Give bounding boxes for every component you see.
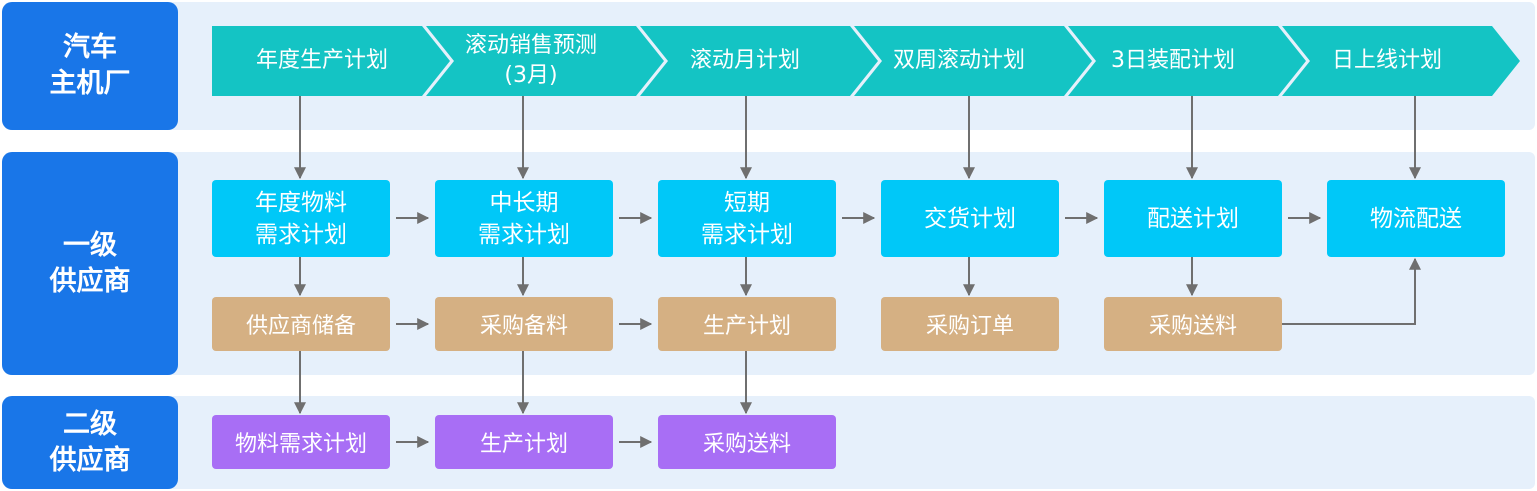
- oem-step-3day-assembly-plan: 3日装配计划: [1111, 48, 1235, 73]
- tier1-plan-mid-long-term: 中长期 需求计划: [435, 180, 613, 257]
- chevron-shape-5: [1068, 26, 1306, 96]
- chevron-shape-3: [640, 26, 878, 96]
- arrow-delivery-to-logistics: [1282, 257, 1421, 325]
- oem-step-biweekly-rolling-plan: 双周滚动计划: [892, 48, 1025, 73]
- oem-step-rolling-sales-forecast: 滚动销售预测 (3月): [464, 33, 597, 88]
- row-label-tier2: 二级 供应商: [2, 396, 178, 489]
- chevron-shape-1: [212, 26, 450, 96]
- chevron-shape-6: [1282, 26, 1520, 96]
- tier1-plan-delivery: 交货计划: [881, 180, 1059, 257]
- tier1-plan-logistics: 物流配送: [1327, 180, 1505, 257]
- oem-step-daily-online-plan: 日上线计划: [1331, 48, 1442, 73]
- tier1-action-production-plan: 生产计划: [658, 297, 836, 351]
- oem-step-rolling-monthly-plan: 滚动月计划: [689, 48, 800, 73]
- chevron-shape-2: [426, 26, 664, 96]
- oem-step-annual-production-plan: 年度生产计划: [255, 48, 388, 73]
- chevron-shape-4: [854, 26, 1092, 96]
- row-label-oem: 汽车 主机厂: [2, 2, 178, 130]
- tier1-plan-short-term: 短期 需求计划: [658, 180, 836, 257]
- tier2-purchase-delivery: 采购送料: [658, 415, 836, 469]
- tier1-plan-annual-material: 年度物料 需求计划: [212, 180, 390, 257]
- tier2-production-plan: 生产计划: [435, 415, 613, 469]
- row-label-tier1: 一级 供应商: [2, 152, 178, 375]
- tier1-action-supplier-reserve: 供应商储备: [212, 297, 390, 351]
- tier1-action-procurement-stock: 采购备料: [435, 297, 613, 351]
- tier1-plan-distribution: 配送计划: [1104, 180, 1282, 257]
- tier1-action-purchase-delivery: 采购送料: [1104, 297, 1282, 351]
- tier1-action-purchase-order: 采购订单: [881, 297, 1059, 351]
- tier2-material-demand-plan: 物料需求计划: [212, 415, 390, 469]
